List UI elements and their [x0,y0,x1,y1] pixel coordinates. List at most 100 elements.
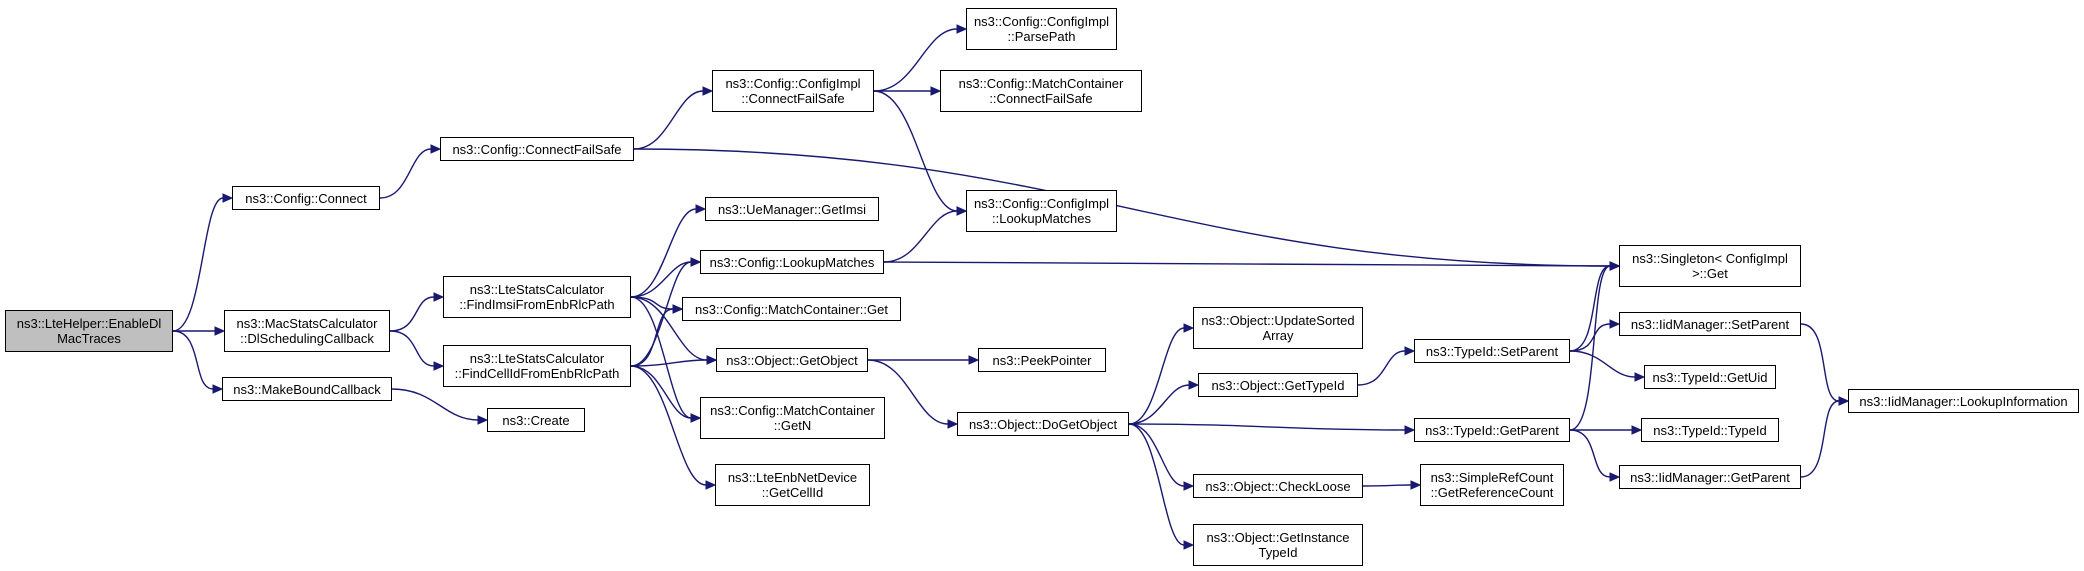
edge-lte-findimsi-to-mc-getn [630,296,692,419]
edge-obj-dogetobject-to-obj-getinstancetypeid [1128,423,1185,546]
edge-obj-dogetobject-to-obj-gettypeid [1128,384,1190,425]
arrowhead-typeid-getparent [1404,425,1416,435]
node-lte-stats-find-imsi[interactable]: ns3::LteStatsCalculator::FindImsiFromEnb… [443,276,631,318]
arrowhead-mac-dlsched [214,326,226,336]
edge-cfg-lookup-to-impl-lookup [883,210,958,263]
arrowhead-cfg-lookup [690,257,702,267]
arrowhead-peekpointer [968,355,980,365]
node-lte-enb-net-device-get-cell-id[interactable]: ns3::LteEnbNetDevice::GetCellId [715,464,870,506]
node-config-impl-parse-path[interactable]: ns3::Config::ConfigImpl::ParsePath [966,8,1117,50]
edge-lte-findcell-to-enbdev-getcellid [630,365,707,486]
arrowhead-obj-gettypeid [1188,380,1200,390]
arrowhead-typeid-typeid [1631,425,1643,435]
arrowhead-obj-updatesorted [1183,323,1195,333]
edge-typeid-setparent-to-iidmgr-setparent [1569,323,1611,352]
node-type-id-get-uid[interactable]: ns3::TypeId::GetUid [1644,365,1776,389]
node-singleton-config-impl-get[interactable]: ns3::Singleton< ConfigImpl >::Get [1619,245,1801,287]
edge-obj-gettypeid-to-typeid-setparent [1357,350,1406,386]
edge-impl-connectfs-to-impl-parsepath [873,28,958,92]
node-config-lookup-matches[interactable]: ns3::Config::LookupMatches [700,250,884,274]
edge-root-to-make-bound [172,330,214,390]
arrowhead-enbdev-getcellid [705,480,717,490]
node-iid-manager-lookup-information[interactable]: ns3::IidManager::LookupInformation [1848,389,2079,413]
edge-lte-findimsi-to-obj-getobject [630,296,708,361]
node-iid-manager-get-parent[interactable]: ns3::IidManager::GetParent [1619,465,1801,489]
arrowhead-lte-findimsi [433,292,445,302]
arrowhead-iidmgr-setparent [1609,319,1621,329]
edge-cfg-connect-to-cfg-connectfs [379,148,432,199]
node-config-impl-connect-fail-safe[interactable]: ns3::Config::ConfigImpl::ConnectFailSafe [712,70,874,112]
edge-iidmgr-setparent-to-iidmgr-lookupinfo [1800,323,1840,402]
arrowhead-impl-connectfs [702,86,714,96]
node-config-connect-fail-safe[interactable]: ns3::Config::ConnectFailSafe [440,137,634,161]
arrowhead-mc-getn [690,413,702,423]
node-create[interactable]: ns3::Create [487,408,585,432]
edge-make-bound-to-create [391,388,479,421]
edge-obj-checkloose-to-refcount-get [1362,484,1412,487]
arrowhead-obj-dogetobject [947,419,959,429]
node-object-do-get-object[interactable]: ns3::Object::DoGetObject [957,412,1129,436]
node-object-check-loose[interactable]: ns3::Object::CheckLoose [1193,474,1363,498]
node-type-id-get-parent[interactable]: ns3::TypeId::GetParent [1414,418,1570,442]
node-mac-stats-dl-scheduling-callback[interactable]: ns3::MacStatsCalculator::DlSchedulingCal… [224,310,390,352]
arrowhead-obj-getinstancetypeid [1183,540,1195,550]
edge-cfg-lookup-to-singleton-get [883,261,1611,267]
edge-obj-dogetobject-to-obj-updatesorted [1128,327,1185,425]
node-type-id-set-parent[interactable]: ns3::TypeId::SetParent [1414,339,1570,363]
node-peek-pointer[interactable]: ns3::PeekPointer [978,348,1106,372]
edge-obj-getobject-to-obj-dogetobject [867,359,949,425]
edge-mac-dlsched-to-lte-findcell [389,330,435,367]
edge-lte-findimsi-to-cfg-lookup [630,261,692,298]
edge-iidmgr-getparent-to-iidmgr-lookupinfo [1800,400,1840,478]
arrowhead-refcount-get [1410,480,1422,490]
edge-lte-findimsi-to-uemgr-getimsi [630,208,697,298]
arrowhead-mc-connectfs [930,86,942,96]
node-iid-manager-set-parent[interactable]: ns3::IidManager::SetParent [1619,312,1801,336]
arrowhead-make-bound [212,384,224,394]
node-ue-manager-get-imsi[interactable]: ns3::UeManager::GetImsi [705,197,879,221]
edge-root-to-cfg-connect [172,197,224,332]
arrowhead-iidmgr-lookupinfo [1838,396,1850,406]
node-lte-stats-find-cell-id[interactable]: ns3::LteStatsCalculator::FindCellIdFromE… [443,345,631,387]
arrowhead-create [477,415,489,425]
arrowhead-obj-getobject [706,355,718,365]
node-match-container-connect-fail-safe[interactable]: ns3::Config::MatchContainer::ConnectFail… [940,70,1142,112]
arrowhead-iidmgr-getparent [1609,472,1621,482]
arrowhead-singleton-get [1609,261,1621,271]
node-match-container-get-n[interactable]: ns3::Config::MatchContainer::GetN [700,397,885,439]
node-make-bound-callback[interactable]: ns3::MakeBoundCallback [222,377,392,401]
node-match-container-get[interactable]: ns3::Config::MatchContainer::Get [682,297,901,321]
arrowhead-uemgr-getimsi [695,204,707,214]
edge-typeid-getparent-to-singleton-get [1569,265,1611,431]
arrowhead-typeid-getuid [1634,372,1646,382]
arrowhead-typeid-setparent [1404,346,1416,356]
edge-lte-findcell-to-obj-getobject [630,359,708,367]
node-object-get-type-id[interactable]: ns3::Object::GetTypeId [1198,373,1358,397]
arrowhead-cfg-connect [222,193,234,203]
arrowhead-cfg-connectfs [430,144,442,154]
edge-impl-connectfs-to-impl-lookup [873,90,958,212]
edge-obj-dogetobject-to-typeid-getparent [1128,423,1406,431]
node-config-impl-lookup-matches[interactable]: ns3::Config::ConfigImpl::LookupMatches [966,190,1117,232]
node-object-get-object[interactable]: ns3::Object::GetObject [716,348,868,372]
edge-obj-dogetobject-to-obj-checkloose [1128,423,1185,487]
edge-mac-dlsched-to-lte-findimsi [389,296,435,332]
arrowhead-impl-lookup [956,206,968,216]
edge-lte-findcell-to-mc-get [630,308,674,367]
arrowhead-impl-parsepath [956,24,968,34]
edge-cfg-connectfs-to-impl-connectfs [633,90,704,150]
arrowhead-mc-get [672,304,684,314]
edge-typeid-getparent-to-iidmgr-getparent [1569,429,1611,478]
node-config-connect[interactable]: ns3::Config::Connect [232,186,380,210]
arrowhead-lte-findcell [433,361,445,371]
node-type-id-constructor[interactable]: ns3::TypeId::TypeId [1641,418,1779,442]
edge-typeid-setparent-to-typeid-getuid [1569,350,1636,378]
edge-typeid-setparent-to-singleton-get [1569,265,1611,352]
edge-cfg-connectfs-to-singleton-get [633,148,1611,267]
arrowhead-obj-checkloose [1183,481,1195,491]
node-simple-ref-count-get-reference-count[interactable]: ns3::SimpleRefCount::GetReferenceCount [1420,464,1564,506]
